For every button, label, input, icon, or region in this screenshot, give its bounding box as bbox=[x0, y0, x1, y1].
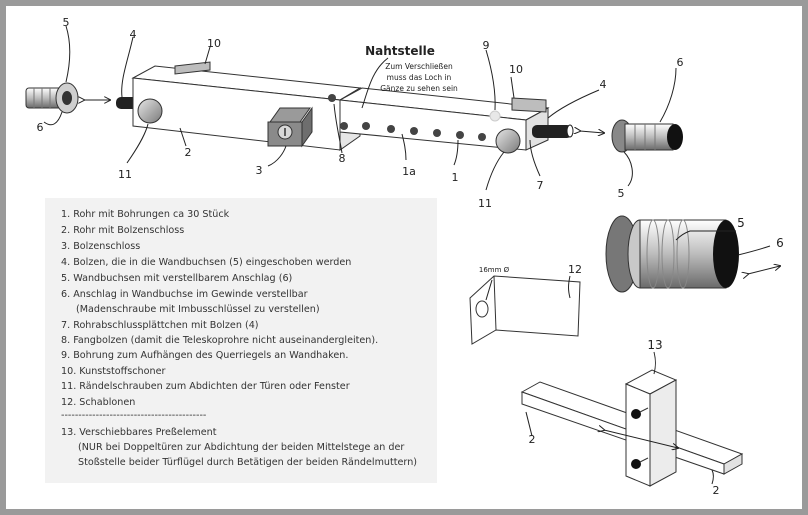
press-element bbox=[520, 369, 744, 487]
tube-hole bbox=[433, 129, 441, 137]
callout-tube-holes: 1 bbox=[452, 171, 459, 184]
knurled-screw-right bbox=[495, 128, 521, 154]
leader-line-press-2-left bbox=[525, 411, 533, 437]
callout-template: 12 bbox=[568, 263, 582, 276]
callout-bolt-lock: 3 bbox=[256, 164, 263, 177]
bushing-detail bbox=[605, 215, 739, 293]
template-size-label: 16mm Ø bbox=[479, 266, 510, 274]
move-arrow-detail bbox=[748, 266, 780, 274]
callout-end-plate: 7 bbox=[537, 179, 544, 192]
hanging-hole bbox=[489, 110, 501, 122]
callout-protector-left: 10 bbox=[207, 37, 221, 50]
legend-item-7: 7. Rohrabschlussplättchen mit Bolzen (4) bbox=[61, 320, 259, 331]
legend-item-3: 3. Bolzenschloss bbox=[61, 241, 141, 252]
leader-line-template bbox=[568, 275, 571, 299]
legend-item-9: 9. Bohrung zum Aufhängen des Querriegels… bbox=[61, 350, 349, 361]
legend-item-4: 4. Bolzen, die in die Wandbuchsen (5) ei… bbox=[61, 257, 352, 268]
callout-knurled-screw-left: 11 bbox=[118, 168, 132, 181]
callout-knurled-screw-right: 11 bbox=[478, 197, 492, 210]
tube-with-holes bbox=[328, 87, 550, 151]
legend-item-13: 13. Verschiebbares Preßelement bbox=[61, 427, 217, 438]
callout-press-tube-left: 2 bbox=[529, 433, 536, 446]
callout-hanging-hole: 9 bbox=[483, 39, 490, 52]
callout-wall-bushing-left: 5 bbox=[63, 16, 70, 29]
callout-tube-holes-1a: 1a bbox=[402, 165, 416, 178]
press-move-arrow bbox=[604, 430, 678, 448]
callout-seam: Nahtstelle bbox=[365, 44, 435, 58]
leader-lines bbox=[43, 25, 677, 191]
legend-item-12: 12. Schablonen bbox=[61, 397, 136, 408]
right-bolt bbox=[532, 124, 574, 138]
leader-line-right-6 bbox=[737, 245, 771, 256]
hole-note-line-3: Gänze zu sehen sein bbox=[380, 84, 458, 93]
callout-tube-bolt-lock: 2 bbox=[185, 146, 192, 159]
leader-line-13 bbox=[653, 351, 656, 375]
tube-hole bbox=[478, 133, 486, 141]
legend-item-13-note-2: Stoßstelle beider Türflügel durch Betäti… bbox=[78, 457, 418, 468]
legend-item-6-note: (Madenschraube mit Imbusschlüssel zu ver… bbox=[76, 304, 320, 315]
parts-legend bbox=[45, 198, 437, 483]
legend-divider: ----------------------------------------… bbox=[61, 410, 207, 421]
callout-stop-left: 6 bbox=[37, 121, 44, 134]
callout-detail-bushing: 5 bbox=[737, 216, 745, 230]
callout-press-element: 13 bbox=[647, 338, 662, 352]
tube-hole bbox=[456, 131, 464, 139]
legend-item-8: 8. Fangbolzen (damit die Teleskoprohre n… bbox=[61, 335, 379, 346]
legend-item-6: 6. Anschlag in Wandbuchse im Gewinde ver… bbox=[61, 289, 308, 300]
tube-with-bolt-lock bbox=[131, 65, 362, 151]
leader-line-press-2-right bbox=[711, 469, 714, 485]
callout-bolt-right: 4 bbox=[600, 78, 607, 91]
tube-hole bbox=[362, 122, 370, 130]
tube-hole bbox=[387, 125, 395, 133]
legend-item-5: 5. Wandbuchsen mit verstellbarem Anschla… bbox=[61, 273, 293, 284]
callout-stop-right: 6 bbox=[677, 56, 684, 69]
right-wall-bushing bbox=[611, 119, 683, 153]
callout-wall-bushing-right: 5 bbox=[618, 187, 625, 200]
legend-item-13-note-1: (NUR bei Doppeltüren zur Abdichtung der … bbox=[78, 442, 405, 453]
legend-item-1: 1. Rohr mit Bohrungen ca 30 Stück bbox=[61, 209, 230, 220]
knurled-screw-left bbox=[137, 98, 163, 124]
hole-note-line-2: muss das Loch in bbox=[387, 73, 452, 82]
tube-hole bbox=[410, 127, 418, 135]
callout-press-tube-right: 2 bbox=[713, 484, 720, 497]
leader-line-template-hole bbox=[485, 279, 493, 301]
legend-item-2: 2. Rohr mit Bolzenschloss bbox=[61, 225, 185, 236]
legend-item-11: 11. Rändelschrauben zum Abdichten der Tü… bbox=[61, 381, 350, 392]
catch-bolt-hole bbox=[328, 94, 336, 102]
leader-line-right-5 bbox=[675, 230, 736, 241]
plastic-protector-right bbox=[511, 97, 547, 113]
tube-hole bbox=[340, 122, 348, 130]
callout-catch-bolt: 8 bbox=[339, 152, 346, 165]
callout-protector-right: 10 bbox=[509, 63, 523, 76]
hole-note-line-1: Zum Verschließen bbox=[385, 62, 453, 71]
template-shape bbox=[469, 275, 581, 345]
bolt-lock bbox=[267, 106, 313, 148]
callout-bolt-left: 4 bbox=[130, 28, 137, 41]
move-arrow-right bbox=[580, 131, 604, 133]
left-wall-bushing bbox=[25, 82, 79, 114]
callout-detail-stop: 6 bbox=[776, 236, 784, 250]
plastic-protector-left bbox=[174, 61, 211, 75]
legend-item-10: 10. Kunststoffschoner bbox=[61, 366, 166, 377]
